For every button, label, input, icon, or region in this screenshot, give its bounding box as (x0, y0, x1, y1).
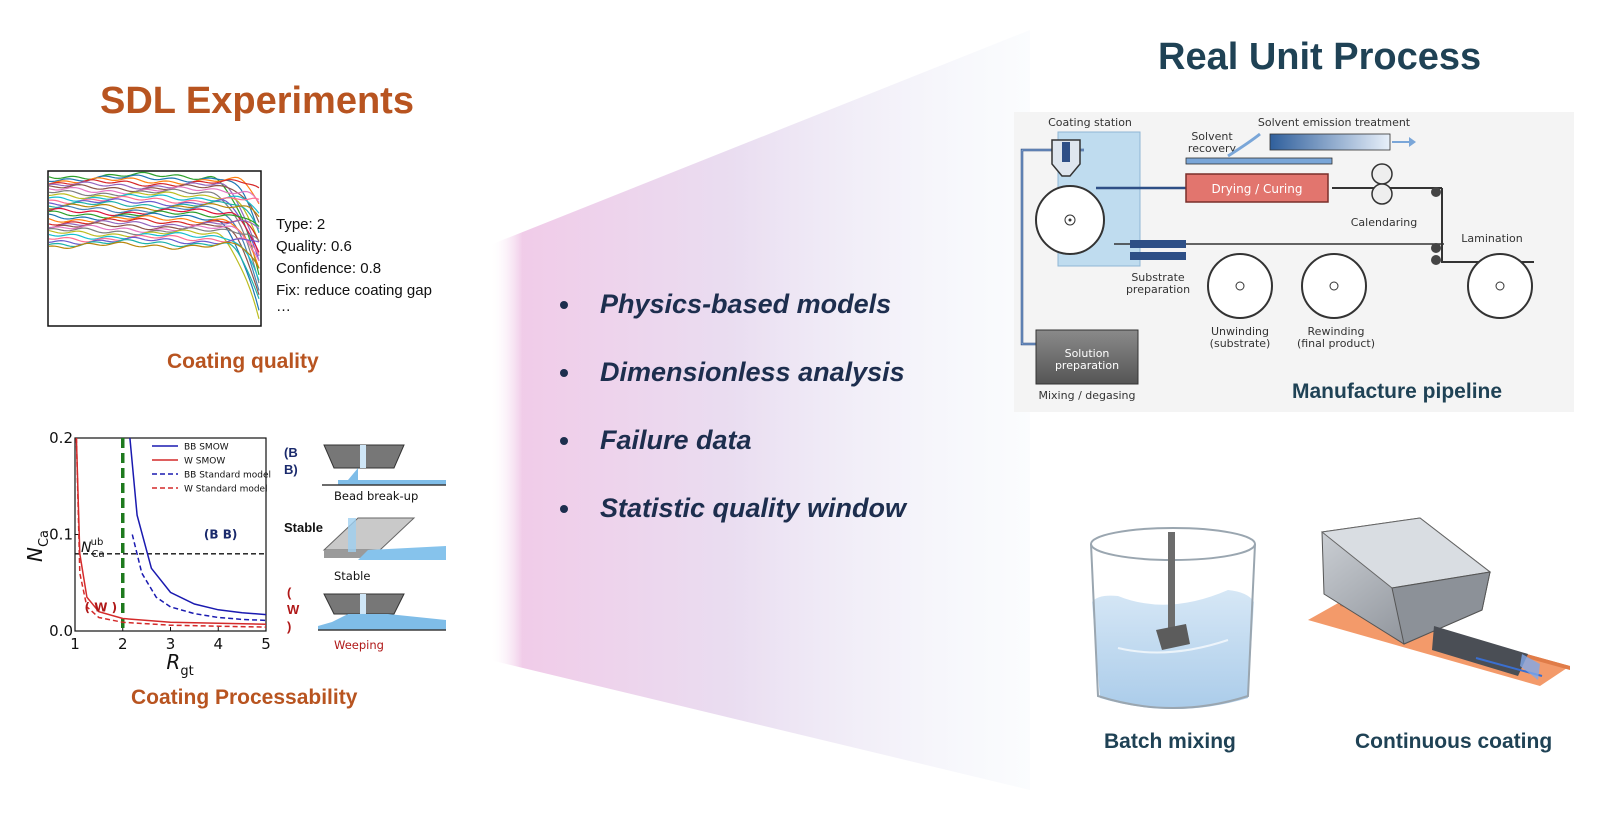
lamination-label: Lamination (1461, 232, 1522, 245)
real-unit-title: Real Unit Process (1158, 36, 1482, 78)
coating-quality-plot (47, 170, 262, 327)
fix-text: Fix: reduce coating gap (276, 282, 432, 299)
unwinding-label-2: (substrate) (1210, 337, 1271, 350)
pipeline-caption: Manufacture pipeline (1292, 380, 1503, 403)
processability-caption: Coating Processability (131, 686, 358, 709)
x-tick-label: 3 (166, 635, 176, 653)
solution-label-1: Solution (1065, 347, 1110, 360)
quality-curve (48, 218, 260, 243)
quality-curve (48, 188, 260, 284)
quality-curve (48, 198, 260, 261)
solvent-emission-label: Solvent emission treatment (1258, 116, 1411, 129)
legend-entry: BB SMOW (184, 443, 229, 453)
series-line-0 (129, 437, 267, 616)
y-tick-label: 0.2 (49, 429, 73, 447)
bullet-statistic: Statistic quality window (558, 488, 906, 556)
coating-quality-caption: Coating quality (167, 350, 319, 373)
x-axis-label: Rgt (166, 650, 193, 679)
series-line-2 (131, 534, 267, 622)
quality-curve (48, 179, 260, 189)
solvent-recovery-label-2: recovery (1188, 142, 1237, 155)
weeping-schematic (318, 593, 446, 631)
quality-curve (48, 227, 260, 242)
quality-curve (48, 202, 260, 218)
unwinding-label-1: Unwinding (1211, 325, 1269, 338)
confidence-text: Confidence: 0.8 (276, 260, 382, 277)
rewinding-label-2: (final product) (1297, 337, 1375, 350)
x-tick-label: 1 (70, 635, 80, 653)
bb-region-label: (B B) (204, 528, 237, 542)
drying-label: Drying / Curing (1212, 182, 1303, 196)
manufacture-pipeline-diagram: Coating station Solvent recovery Solvent… (1014, 112, 1574, 412)
quality-curve (48, 234, 260, 256)
quality-curve (48, 212, 260, 311)
ellipsis-text: … (276, 298, 291, 315)
series-line-1 (75, 437, 267, 625)
quality-curve (48, 183, 260, 223)
bb-side-label: (B B) (284, 445, 298, 477)
x-tick-label: 5 (261, 635, 271, 653)
bullet-dimensionless: Dimensionless analysis (558, 352, 906, 420)
threshold-label: NCaub (81, 537, 105, 560)
x-tick-label: 4 (213, 635, 223, 653)
type-text: Type: 2 (276, 216, 326, 233)
bullet-physics: Physics-based models (558, 284, 906, 352)
bead-breakup-label: Bead break-up (334, 489, 419, 503)
stable-caption: Stable (334, 569, 371, 583)
y-tick-label: 0.0 (49, 622, 73, 640)
legend-entry: BB Standard model (184, 471, 271, 481)
y-tick-label: 0.1 (49, 526, 73, 544)
solvent-recovery-label-1: Solvent (1191, 130, 1233, 143)
quality-curve (48, 231, 260, 281)
quality-meta: Type: 2 Quality: 0.6 Confidence: 0.8 Fix… (276, 214, 432, 315)
bullet-failure: Failure data (558, 420, 906, 488)
continuous-coating-caption: Continuous coating (1355, 730, 1553, 753)
batch-mixing-caption: Batch mixing (1104, 730, 1236, 753)
continuous-coating-illustration (1308, 517, 1570, 686)
legend-entry: W Standard model (184, 485, 268, 495)
weeping-label: Weeping (334, 638, 384, 652)
batch-mixing-illustration (1090, 527, 1256, 709)
mixing-label: Mixing / degasing (1039, 389, 1136, 402)
bead-breakup-schematic (322, 444, 446, 486)
substrate-label-2: preparation (1126, 283, 1190, 296)
quality-curve (48, 195, 260, 205)
quality-text: Quality: 0.6 (276, 238, 352, 255)
x-tick-label: 2 (118, 635, 128, 653)
stable-side-label: Stable (284, 520, 324, 535)
quality-curve (48, 215, 260, 269)
bullet-list: Physics-based models Dimensionless analy… (558, 284, 906, 556)
y-axis-label: NCa (23, 530, 52, 562)
quality-curve (48, 241, 260, 269)
w-side-label: ( W ) (287, 585, 300, 634)
w-region-label: ( W ) (85, 601, 118, 615)
rewinding-label-1: Rewinding (1308, 325, 1365, 338)
solution-label-2: preparation (1055, 359, 1119, 372)
substrate-label-1: Substrate (1131, 271, 1185, 284)
legend-entry: W SMOW (184, 457, 225, 467)
stable-schematic (322, 517, 446, 560)
quality-curve (48, 186, 260, 203)
quality-curve (48, 181, 260, 257)
calendaring-label: Calendaring (1351, 216, 1417, 229)
quality-curve (48, 210, 260, 228)
quality-curve (48, 200, 260, 233)
coating-station-label: Coating station (1048, 116, 1132, 129)
sdl-title: SDL Experiments (100, 80, 414, 122)
series-line-3 (75, 437, 267, 628)
